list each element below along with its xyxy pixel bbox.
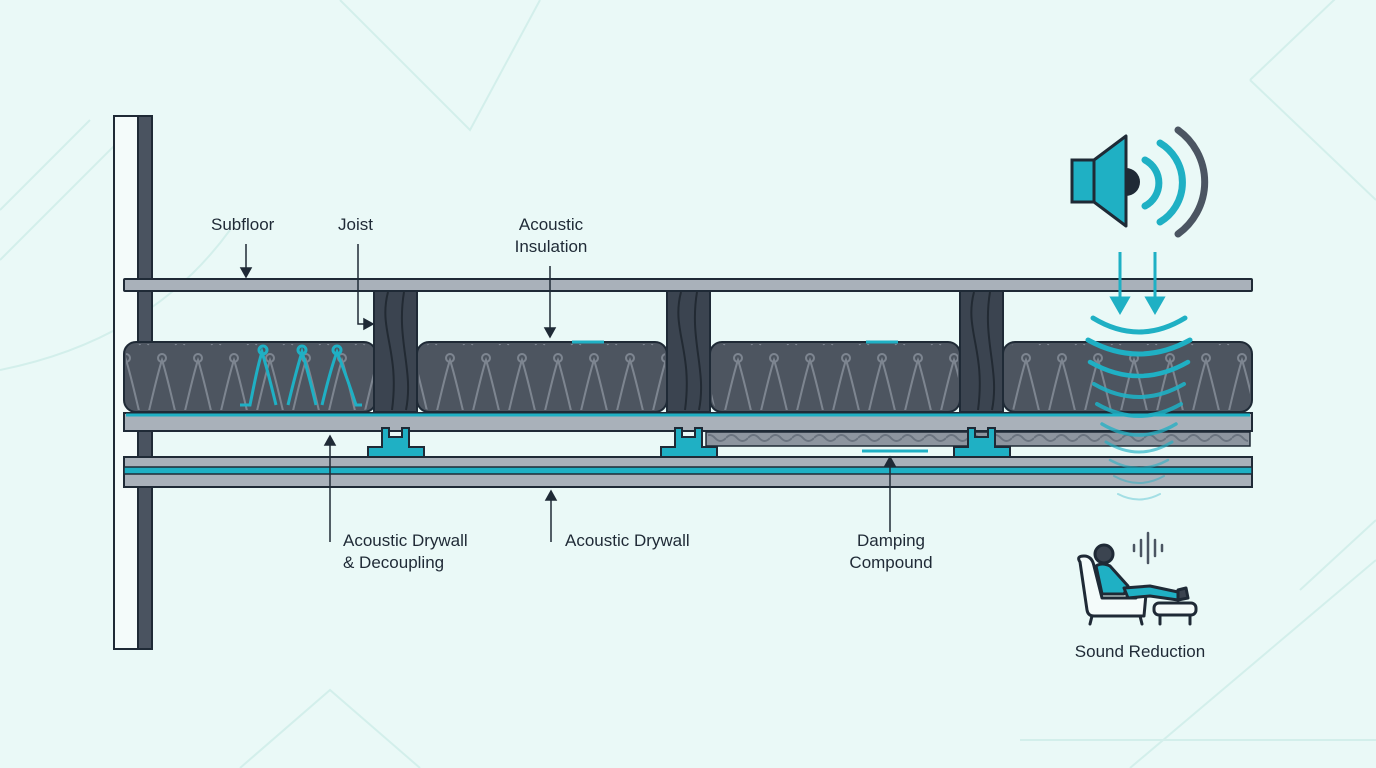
- insulation-label: Acoustic Insulation: [514, 215, 588, 256]
- drywall-decoupling-panel: [123, 412, 1253, 432]
- sound-wave-arcs: [1085, 315, 1193, 501]
- soundbar-icon: [1132, 531, 1164, 565]
- subfloor-label: Subfloor: [211, 215, 275, 234]
- ottoman-icon: [1152, 601, 1198, 626]
- damping-compound-label: Damping Compound: [849, 531, 933, 572]
- decoupling-clip: [367, 427, 425, 458]
- joists: [373, 290, 1004, 413]
- sound-reduction-label: Sound Reduction: [1074, 642, 1206, 661]
- drywall-decoupling-label: Acoustic Drywall & Decoupling: [343, 531, 468, 572]
- decoupling-clip: [660, 427, 718, 458]
- sound-wave-icon: [1141, 126, 1209, 238]
- joist-label: Joist: [338, 215, 373, 234]
- callout-arrows: [239, 244, 897, 542]
- speaker-icon: [1070, 134, 1140, 228]
- sound-arrows: [1109, 252, 1166, 316]
- joist: [666, 290, 711, 413]
- listener-illustration: [1077, 531, 1198, 626]
- drywall-label: Acoustic Drywall: [565, 531, 690, 550]
- joist: [959, 290, 1004, 413]
- subfloor-panel: [123, 278, 1253, 292]
- joist: [373, 290, 418, 413]
- decoupling-clip: [953, 427, 1011, 458]
- acoustic-drywall-panel: [123, 456, 1253, 488]
- decoupling-clips: [367, 427, 1011, 458]
- person-reclining-icon: [1093, 543, 1190, 602]
